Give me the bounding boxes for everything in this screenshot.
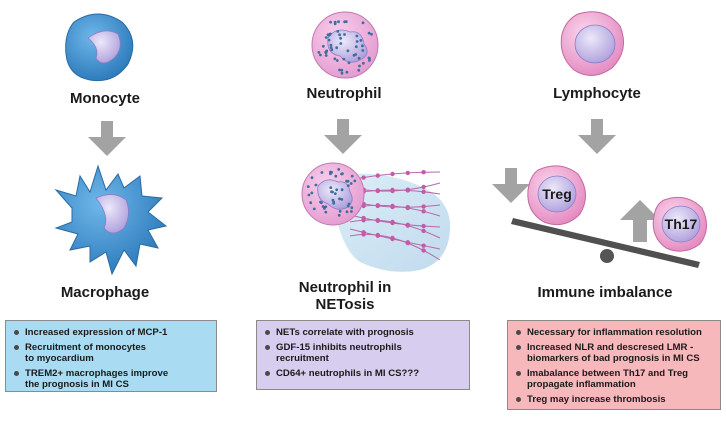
macrophage-label: Macrophage: [60, 284, 150, 301]
treg-cell-icon: [527, 165, 586, 226]
bullet-item: CD64+ neutrophils in MI CS???: [263, 368, 463, 379]
seesaw-icon: [511, 218, 700, 268]
neutrophil-label: Neutrophil: [306, 85, 382, 102]
monocyte-cell-icon: [65, 13, 134, 82]
bullet-item: Recruitment of monocytes to myocardium: [12, 342, 210, 364]
netosis-label-line1: Neutrophil in: [298, 279, 392, 296]
bullet-item: Increased NLR and descresed LMR - biomar…: [514, 342, 714, 364]
treg-label: Treg: [542, 186, 572, 202]
bullet-item: Necessary for inflammation resolution: [514, 327, 714, 338]
bullet-item: Imabalance between Th17 and Treg propaga…: [514, 368, 714, 390]
lymphocyte-label: Lymphocyte: [553, 85, 641, 102]
th17-cell-icon: [652, 196, 707, 252]
bullet-item: NETs correlate with prognosis: [263, 327, 463, 338]
th17-label: Th17: [664, 216, 698, 232]
bullet-item: TREM2+ macrophages improve the prognosis…: [12, 368, 210, 390]
monocyte-label: Monocyte: [69, 90, 140, 107]
up-arrow-icon: [620, 200, 660, 242]
immune-imbalance-label: Immune imbalance: [537, 284, 673, 301]
bullet-item: Treg may increase thrombosis: [514, 394, 714, 405]
macrophage-cell-icon: [54, 164, 168, 276]
netosis-cell-icon: [301, 162, 451, 272]
down-arrow-icon: [88, 119, 616, 203]
bullet-item: Increased expression of MCP-1: [12, 327, 210, 338]
bullet-item: GDF-15 inhibits neutrophils recruitment: [263, 342, 463, 364]
netosis-label-line2: NETosis: [315, 296, 375, 313]
lymphocyte-cell-icon: [560, 11, 625, 76]
neutrophil-cell-icon: [311, 11, 379, 79]
